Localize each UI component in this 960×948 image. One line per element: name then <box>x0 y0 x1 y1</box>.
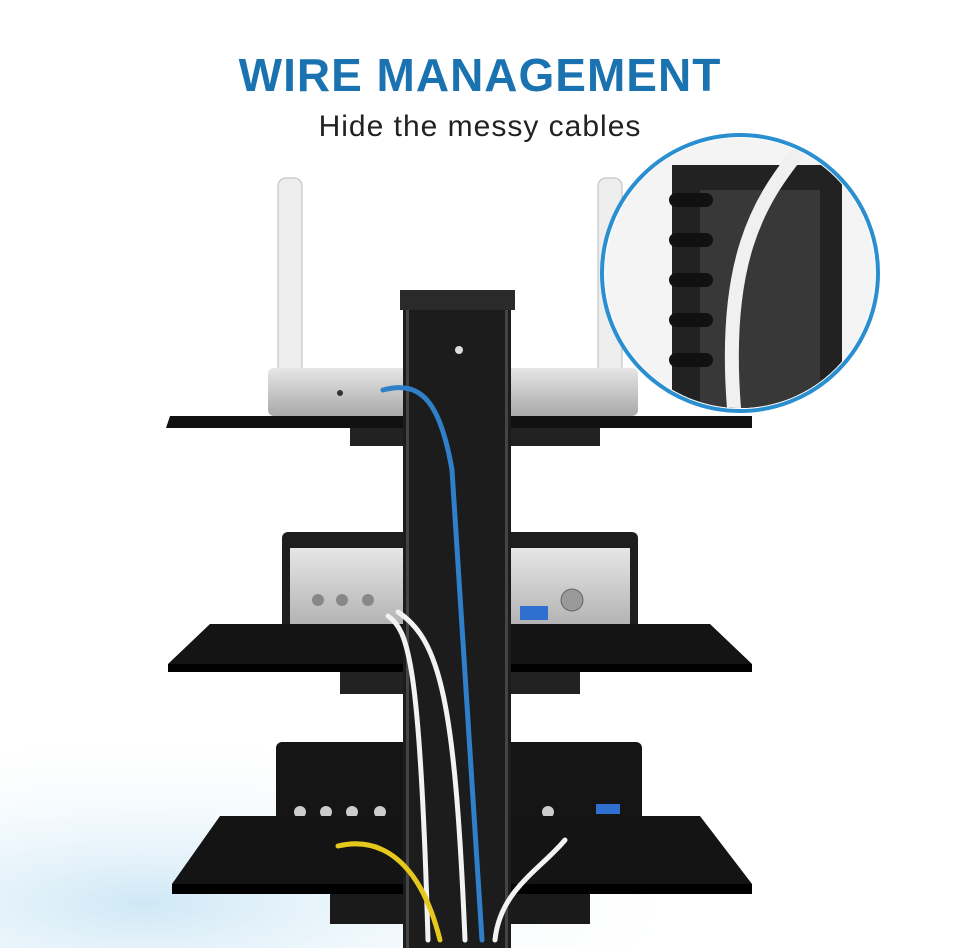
cable-clip-closeup-inset <box>600 133 880 413</box>
blue-ethernet-cable <box>380 385 485 943</box>
yellow-cable <box>335 841 443 943</box>
center-pole <box>400 290 515 948</box>
white-cable-3 <box>492 837 568 943</box>
headline: WIRE MANAGEMENT <box>238 49 722 101</box>
cables <box>335 385 568 943</box>
white-cable-1 <box>385 613 431 943</box>
white-cable-2 <box>395 609 468 943</box>
subheadline: Hide the messy cables <box>318 110 642 143</box>
